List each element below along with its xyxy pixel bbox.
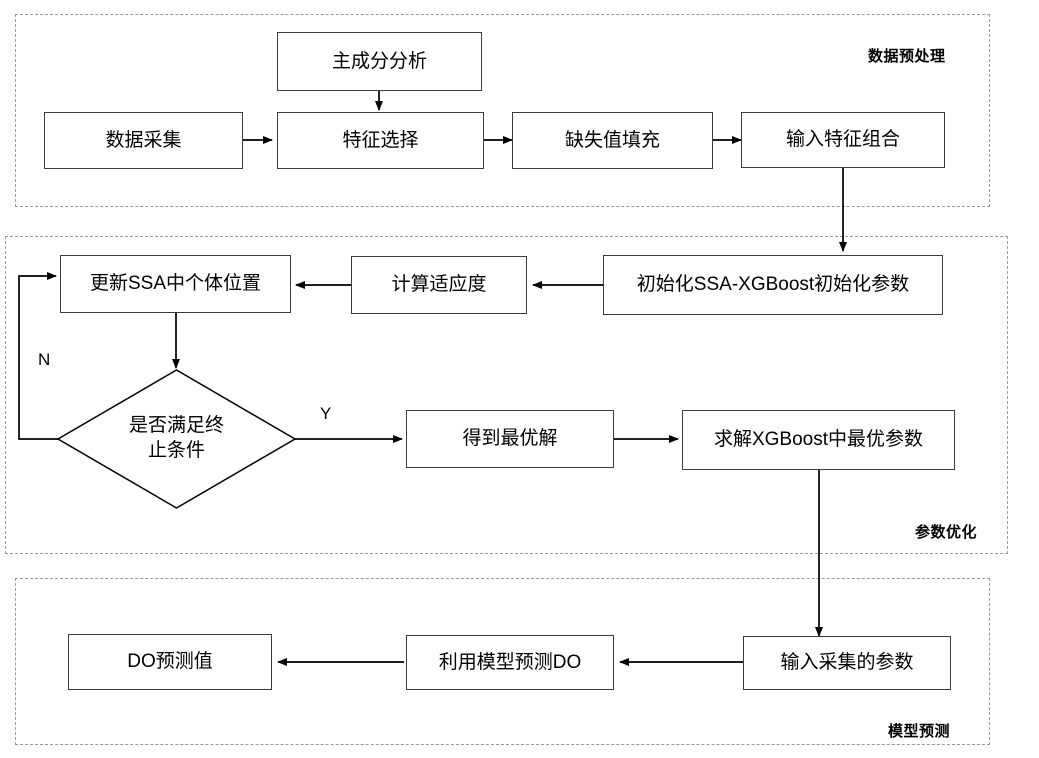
group-preprocessing <box>15 14 990 207</box>
diamond-shape <box>56 369 297 509</box>
node-calculate-fitness[interactable]: 计算适应度 <box>351 256 527 314</box>
node-solve-best-xgboost-params[interactable]: 求解XGBoost中最优参数 <box>682 410 955 470</box>
node-do-prediction-value[interactable]: DO预测值 <box>68 634 272 690</box>
group-optimization <box>5 236 1008 554</box>
group-label-prediction: 模型预测 <box>888 723 951 740</box>
node-feature-selection[interactable]: 特征选择 <box>277 112 484 169</box>
edge-label-no: N <box>38 350 51 369</box>
node-termination-condition[interactable]: 是否满足终 止条件 <box>56 369 297 509</box>
node-missing-value-fill[interactable]: 缺失值填充 <box>512 112 713 169</box>
node-best-solution[interactable]: 得到最优解 <box>406 410 614 468</box>
node-input-collected-params[interactable]: 输入采集的参数 <box>743 636 951 690</box>
node-predict-do-with-model[interactable]: 利用模型预测DO <box>406 635 614 690</box>
group-label-optimization: 参数优化 <box>915 524 978 541</box>
node-init-ssa-xgboost-params[interactable]: 初始化SSA-XGBoost初始化参数 <box>603 255 943 315</box>
node-input-feature-combination[interactable]: 输入特征组合 <box>741 112 945 168</box>
node-update-ssa-positions[interactable]: 更新SSA中个体位置 <box>60 255 291 313</box>
node-pca[interactable]: 主成分分析 <box>277 32 482 91</box>
group-label-preprocessing: 数据预处理 <box>868 48 946 65</box>
termination-condition-label: 是否满足终 止条件 <box>128 415 224 461</box>
edge-label-yes: Y <box>320 404 332 423</box>
node-data-collection[interactable]: 数据采集 <box>44 112 243 169</box>
group-prediction <box>15 578 990 745</box>
